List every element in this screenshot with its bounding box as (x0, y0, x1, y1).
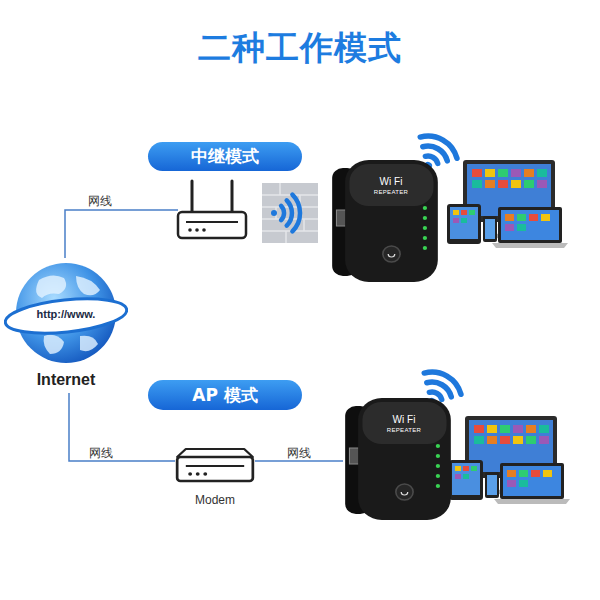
cable-line (255, 460, 343, 462)
device-brand: Wi Fi (357, 414, 451, 426)
mode-name: AP 模式 (192, 384, 258, 407)
device-label: Modem (175, 493, 255, 507)
device-brand: Wi Fi (344, 176, 438, 188)
url-text: http://www. (4, 308, 128, 321)
cable-label: 网线 (87, 446, 115, 460)
device-model: REPEATER (357, 427, 451, 434)
client-devices (447, 160, 568, 248)
cable-line (65, 210, 178, 258)
mode-name: 中继模式 (191, 145, 259, 168)
mode-pill: AP 模式 (148, 380, 302, 410)
client-devices (449, 416, 570, 504)
device-model: REPEATER (344, 189, 438, 196)
router-icon (178, 181, 246, 238)
mode-pill: 中继模式 (148, 142, 302, 171)
globe-label: Internet (4, 370, 128, 389)
internet-globe: http://www. Internet (4, 258, 134, 393)
wall-icon (262, 183, 318, 243)
modem-icon (175, 443, 255, 485)
cable-label: 网线 (285, 446, 313, 460)
repeater-device: Wi FiREPEATER (343, 398, 453, 520)
modem-box: Modem (175, 443, 255, 509)
diagram-title: 二种工作模式 (0, 26, 600, 71)
cable-label: 网线 (86, 194, 114, 208)
repeater-device: Wi FiREPEATER (330, 160, 440, 282)
